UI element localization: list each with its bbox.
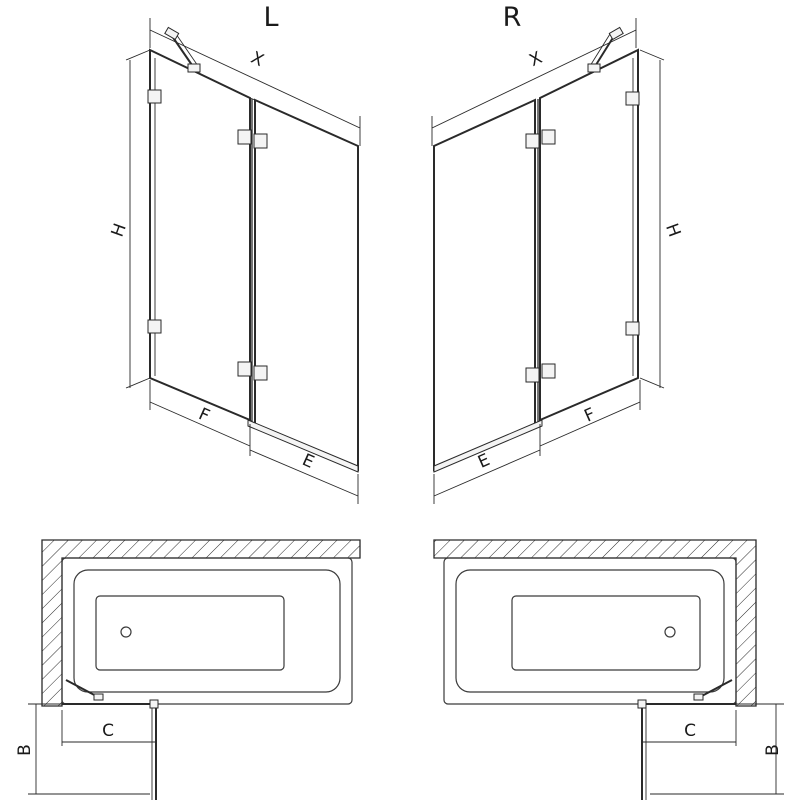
right-door-label: E (475, 450, 493, 473)
right-plan-stabiliser (697, 679, 733, 699)
right-plan-view: C B (433, 539, 784, 800)
right-hinge-top (525, 129, 556, 149)
left-plan-bathtub-inner (73, 569, 341, 693)
right-elevation: X H (431, 18, 684, 504)
right-plan-width-label: C (684, 721, 696, 741)
right-door-panel (433, 98, 536, 472)
right-plan-bathtub-inner (455, 569, 725, 693)
left-fixed-panel (149, 48, 251, 422)
left-plan-wall (41, 539, 361, 707)
left-hinge-bottom (237, 361, 268, 381)
right-door-dimension: E (433, 449, 541, 504)
right-plan-bathtub-rim (443, 557, 737, 705)
left-wall-bracket-top (147, 89, 162, 104)
right-plan-depth-label: B (763, 744, 783, 756)
right-plan-depth-dimension: B (650, 703, 784, 795)
right-plan-wall (433, 539, 757, 707)
left-width-label: X (248, 48, 267, 71)
left-fixed-panel-label: F (195, 404, 212, 426)
variant-label-right: R (503, 2, 522, 33)
left-stabiliser-bar (164, 26, 201, 73)
left-door-label: E (299, 450, 317, 473)
left-hinge-top (237, 129, 268, 149)
left-door-panel (254, 98, 359, 472)
right-width-label: X (526, 48, 545, 71)
right-fixed-panel-dimension: F (539, 380, 641, 456)
left-elevation: X H (108, 18, 361, 504)
left-plan-bathtub-basin (95, 595, 285, 671)
right-wall-bracket-bottom (625, 321, 640, 336)
right-bottom-seal (433, 419, 543, 473)
left-plan-depth-dimension: B (15, 703, 150, 795)
left-bottom-seal (247, 419, 359, 473)
left-plan-depth-label: B (15, 744, 35, 756)
variant-label-left: L (263, 2, 278, 33)
right-plan-drain-icon (664, 626, 676, 638)
left-plan-width-label: C (102, 721, 114, 741)
right-plan-bathtub-basin (511, 595, 701, 671)
left-fixed-panel-dimension: F (149, 380, 251, 456)
right-height-label: H (661, 221, 684, 240)
right-fixed-panel-label: F (581, 404, 598, 426)
right-height-dimension: H (639, 49, 684, 389)
left-plan-bathtub-rim (61, 557, 353, 705)
right-wall-bracket-top (625, 91, 640, 106)
right-plan-width-dimension: C (641, 710, 737, 746)
right-fixed-panel (539, 48, 639, 422)
left-height-label: H (108, 221, 131, 240)
left-plan-width-dimension: C (61, 710, 157, 746)
right-hinge-bottom (525, 363, 556, 383)
right-stabiliser-bar (587, 26, 624, 73)
left-plan-view: C B (15, 539, 361, 800)
left-height-dimension: H (108, 49, 151, 389)
left-door-dimension: E (249, 449, 359, 504)
left-wall-bracket-bottom (147, 319, 162, 334)
left-plan-drain-icon (120, 626, 132, 638)
